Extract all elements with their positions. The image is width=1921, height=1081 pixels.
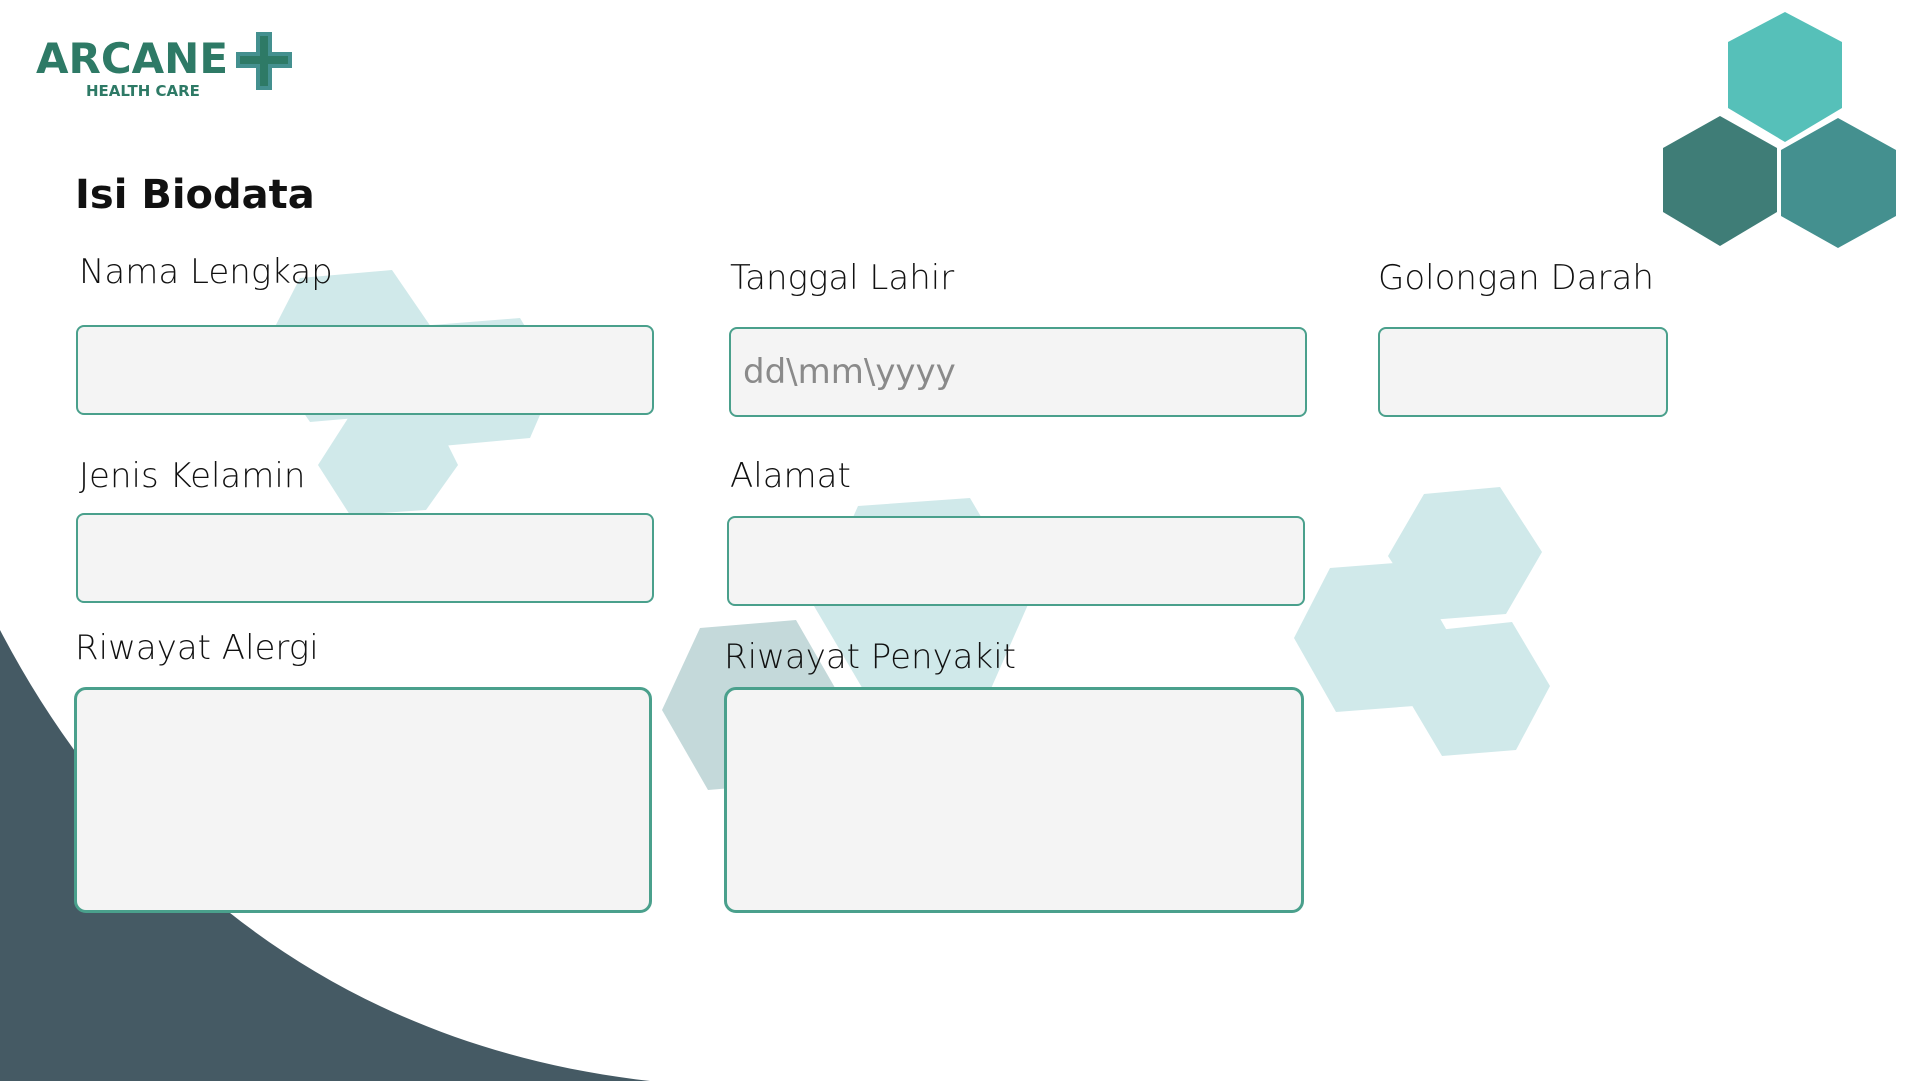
hexagon-teal [1663,116,1777,246]
hexagon-decor [318,405,458,515]
address-input[interactable] [727,516,1305,606]
birth-date-label: Tanggal Lahir [730,258,955,298]
blood-type-input[interactable] [1378,327,1668,417]
medical-cross-icon [236,32,292,90]
allergy-history-textarea[interactable] [74,687,652,913]
full-name-input[interactable] [76,325,654,415]
gender-label: Jenis Kelamin [79,456,306,496]
brand-name: ARCANE [36,34,229,83]
dark-wave-shape [0,630,650,1081]
hexagon-decor [1404,622,1550,756]
blood-type-label: Golongan Darah [1378,258,1654,298]
hexagon-decor [1388,487,1542,620]
allergy-history-label: Riwayat Alergi [75,628,319,668]
birth-date-input[interactable] [729,327,1307,417]
gender-input[interactable] [76,513,654,603]
brand-logo: ARCANE HEALTH CARE [36,30,292,100]
full-name-label: Nama Lengkap [79,252,333,292]
page-title: Isi Biodata [75,172,315,218]
disease-history-label: Riwayat Penyakit [724,637,1016,677]
hexagon-teal [1728,12,1842,142]
address-label: Alamat [730,456,851,496]
hexagon-teal [1781,118,1896,248]
hexagon-decor [1294,562,1450,712]
disease-history-textarea[interactable] [724,687,1304,913]
brand-tagline: HEALTH CARE [86,82,200,100]
